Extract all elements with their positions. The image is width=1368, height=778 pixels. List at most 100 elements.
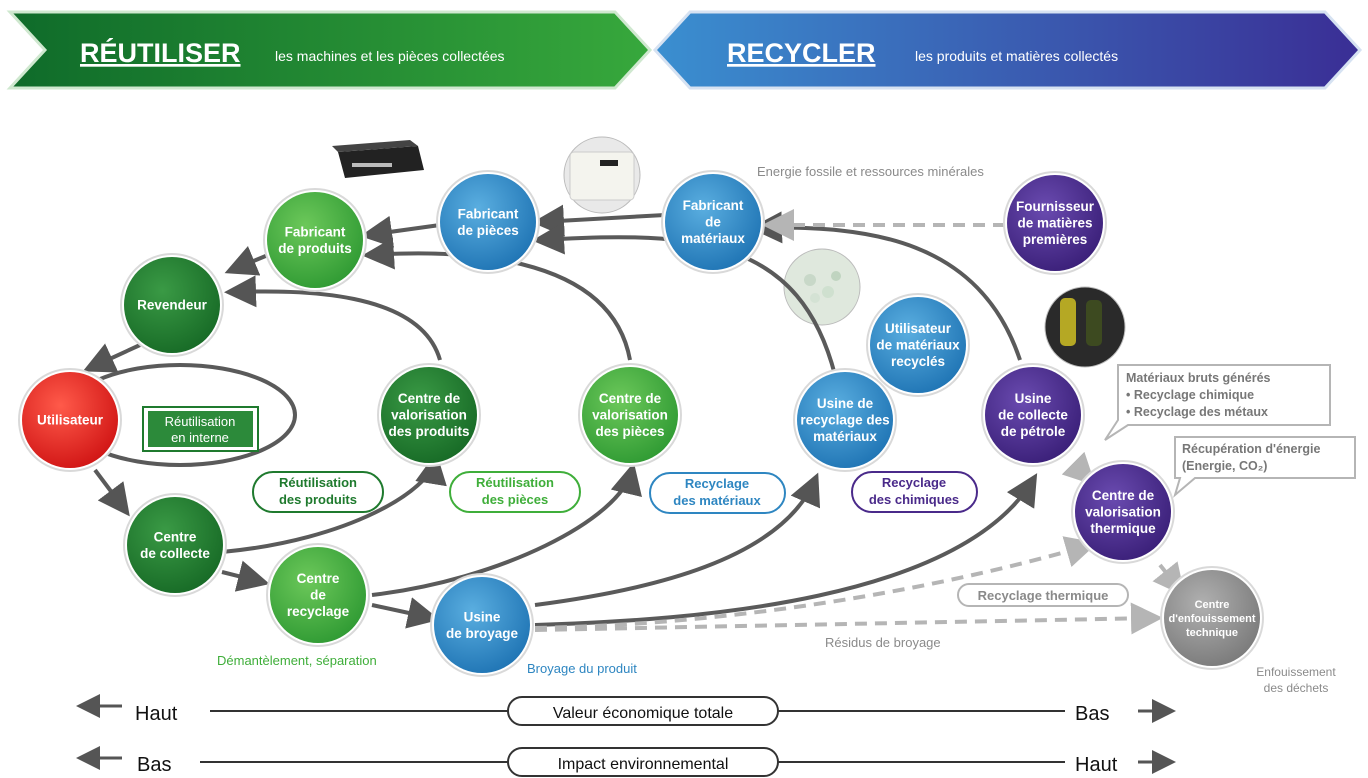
usine-broyage-node-label-line2: de broyage (446, 626, 519, 641)
centre-valorisation-produits-node-label-line2: valorisation (391, 408, 467, 423)
fournisseur-node-label-line3: premières (1023, 232, 1088, 247)
centre-valorisation-produits-node-label-line1: Centre de (398, 391, 461, 406)
reutilisation-interne-box: Réutilisation en interne (142, 406, 259, 452)
fournisseur-node-label-line1: Fournisseur (1016, 199, 1095, 214)
recyclage-materiaux-pill: Recyclage des matériaux (649, 472, 786, 514)
nodes: Fabricant de produits Fabricant de pièces Fa… (18, 170, 1264, 677)
usine-recyclage-materiaux-node-label-line2: recyclage des (800, 413, 889, 428)
axis2-left-label: Bas (137, 754, 171, 776)
centre-enfouissement-node-label-line3: technique (1186, 627, 1238, 639)
demantelement-note: Démantèlement, séparation (217, 653, 377, 668)
revendeur-node: Revendeur (120, 253, 224, 357)
fabricant-materiaux-node-label-line1: Fabricant (683, 198, 744, 213)
centre-collecte-node-label-line2: de collecte (140, 546, 210, 561)
usine-collecte-petrole-node-label-line3: de pétrole (1001, 424, 1066, 439)
centre-valorisation-thermique-node-label-line3: thermique (1090, 521, 1156, 536)
fabricant-produits-node-label-line2: de produits (278, 241, 352, 256)
recycle-banner-title: RECYCLER (727, 38, 876, 68)
enfouissement-note-line1: Enfouissement (1256, 665, 1336, 679)
recyclage-thermique-pill: Recyclage thermique (957, 583, 1129, 607)
fabricant-pieces-node-label-line2: de pièces (457, 223, 519, 238)
centre-valorisation-thermique-node-label-line1: Centre de (1092, 488, 1155, 503)
recycle-banner-subtitle: les produits et matières collectés (915, 48, 1118, 64)
axis1-left-label: Haut (135, 703, 178, 725)
centre-recyclage-node-label-line1: Centre (297, 571, 340, 586)
printer-photo (332, 140, 424, 178)
axis2-right-label: Haut (1075, 754, 1118, 776)
reutilisation-interne-line2: en interne (171, 430, 229, 445)
fabricant-pieces-node-label-line1: Fabricant (458, 206, 519, 221)
broyage-produit-note: Broyage du produit (527, 661, 637, 676)
recuperation-energie-detail: (Energie, CO₂) (1182, 459, 1267, 473)
recyclage-chimiques-pill: Recyclage des chimiques (851, 471, 978, 513)
centre-valorisation-produits-node-label-line3: des produits (388, 424, 469, 439)
centre-valorisation-pieces-node-label-line3: des pièces (595, 424, 664, 439)
centre-collecte-node-label-line1: Centre (154, 529, 197, 544)
usine-recyclage-materiaux-node-label-line3: matériaux (813, 429, 877, 444)
pellets-photo (783, 248, 861, 326)
reutilisation-produits-line2: des produits (279, 492, 357, 507)
centre-valorisation-pieces-node-label-line1: Centre de (599, 391, 662, 406)
recyclage-chimiques-line1: Recyclage (882, 475, 946, 490)
recyclage-chimiques-line2: des chimiques (869, 492, 959, 507)
usine-collecte-petrole-node-label-line1: Usine (1015, 391, 1052, 406)
centre-valorisation-thermique-node-label-line2: valorisation (1085, 505, 1161, 520)
reuse-banner-subtitle: les machines et les pièces collectées (275, 48, 505, 64)
reutilisation-interne-line1: Réutilisation (165, 414, 236, 429)
usine-collecte-petrole-node-label-line2: de collecte (998, 408, 1068, 423)
materiaux-bruts-item1: • Recyclage chimique (1126, 388, 1254, 402)
usine-broyage-node-label-line1: Usine (464, 609, 501, 624)
enfouissement-note-line2: des déchets (1264, 681, 1329, 695)
recyclage-materiaux-line2: des matériaux (673, 493, 761, 508)
reutilisation-produits-pill: Réutilisation des produits (252, 471, 384, 513)
utilisateur-node-label-line1: Utilisateur (37, 413, 104, 428)
axis1-right-label: Bas (1075, 703, 1109, 725)
reutilisation-produits-line1: Réutilisation (279, 475, 357, 490)
residus-broyage-note: Résidus de broyage (825, 635, 941, 650)
centre-collecte-node: Centre de collecte (123, 493, 227, 597)
centre-recyclage-node-label-line2: de (310, 588, 326, 603)
recycle-banner: RECYCLER les produits et matières collec… (652, 10, 1363, 90)
fabricant-produits-node: Fabricant de produits (263, 188, 367, 292)
utilisateur-materiaux-recycles-node-label-line2: de matériaux (876, 338, 960, 353)
fabricant-materiaux-node-label-line2: de (705, 215, 721, 230)
axis1-center-label: Valeur économique totale (553, 705, 733, 722)
axis-valeur-economique: Haut Valeur économique totale Bas (76, 694, 1176, 726)
recyclage-thermique-label: Recyclage thermique (978, 588, 1109, 603)
centre-enfouissement-node-label-line2: d'enfouissement (1169, 613, 1256, 625)
axis-impact-environnemental: Bas Impact environnemental Haut (76, 746, 1176, 777)
reutilisation-pieces-line2: des pièces (482, 492, 549, 507)
centre-enfouissement-node-label-line1: Centre (1195, 599, 1230, 611)
fournisseur-node-label-line2: de matières (1017, 216, 1092, 231)
component-photo (563, 136, 641, 214)
energie-fossile-note: Energie fossile et ressources minérales (757, 164, 984, 179)
materiaux-bruts-item2: • Recyclage des métaux (1126, 405, 1268, 419)
oil-photo (1044, 286, 1126, 368)
centre-enfouissement-node: Centre d'enfouissement technique (1160, 566, 1264, 670)
recyclage-materiaux-line1: Recyclage (685, 476, 749, 491)
usine-broyage-node: Usine de broyage (430, 573, 534, 677)
utilisateur-node: Utilisateur (18, 368, 122, 472)
axis2-center-label: Impact environnemental (558, 756, 729, 773)
reuse-banner-title: RÉUTILISER (80, 37, 241, 68)
fabricant-produits-node-label-line1: Fabricant (285, 224, 346, 239)
reutilisation-pieces-pill: Réutilisation des pièces (449, 471, 581, 513)
usine-recyclage-materiaux-node-label-line1: Usine de (817, 396, 874, 411)
recuperation-energie-title: Récupération d'énergie (1182, 442, 1320, 456)
materiaux-bruts-title: Matériaux bruts générés (1126, 371, 1271, 385)
reuse-banner: RÉUTILISER les machines et les pièces co… (6, 10, 653, 90)
fabricant-materiaux-node-label-line3: matériaux (681, 231, 745, 246)
revendeur-node-label-line1: Revendeur (137, 298, 208, 313)
centre-valorisation-pieces-node-label-line2: valorisation (592, 408, 668, 423)
centre-recyclage-node-label-line3: recyclage (287, 604, 350, 619)
utilisateur-materiaux-recycles-node-label-line3: recyclés (891, 354, 945, 369)
utilisateur-materiaux-recycles-node-label-line1: Utilisateur (885, 321, 952, 336)
